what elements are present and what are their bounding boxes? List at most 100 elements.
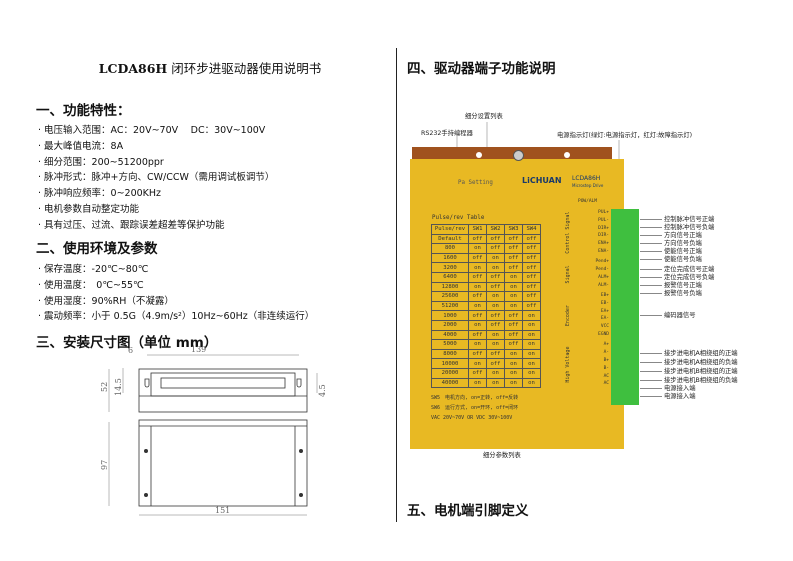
pin-label: EGND (598, 332, 609, 337)
list-item-text: 震动频率：小于 0.5G（4.9m/s²）10Hz~60Hz（非连续运行） (44, 311, 315, 323)
leader-line (640, 258, 662, 260)
table-cell: off (486, 310, 505, 321)
terminal-label-text: 使能信号负端 (664, 256, 702, 263)
callout-param-table: 细分参数列表 (483, 452, 521, 459)
table-cell: off (504, 339, 523, 350)
drive-photo: Pa Setting LiCHUAN LCDA86H Microstep Dri… (410, 147, 639, 449)
table-cell: off (522, 300, 541, 312)
terminal-label-5: 使能信号负端 (640, 254, 702, 263)
document-title: LCDA86H 闭环步进驱动器使用说明书 (30, 58, 390, 77)
leader-line (640, 276, 662, 278)
bullet-marker: · (38, 295, 45, 307)
table-cell: 12800 (431, 281, 469, 293)
bullet-marker: · (38, 279, 45, 291)
table-cell: off (468, 348, 487, 360)
column-divider (396, 48, 397, 522)
terminal-label-1: 控制脉冲信号负端 (640, 222, 714, 231)
callout-power-led: 电源指示灯(绿灯:电源指示灯，红灯:故障指示灯) (557, 132, 693, 139)
pin-label: Pend- (595, 267, 609, 273)
table-cell: on (486, 300, 505, 312)
terminal-label-text: 控制脉冲信号正端 (664, 216, 715, 223)
dim-14-5: 14.5 (114, 378, 123, 396)
leader-line (640, 352, 662, 354)
terminal-label-7: 定位完成信号负端 (640, 272, 714, 281)
list-item: · 具有过压、过流、跟踪误差超差等保护功能 (38, 218, 274, 234)
table-cell: 1000 (431, 310, 469, 321)
table-header-cell: SW2 (486, 224, 505, 235)
dim-97: 97 (100, 460, 109, 470)
pin-label: EB+ (600, 293, 609, 298)
table-cell: off (504, 252, 523, 264)
pin-label: Pend+ (595, 259, 609, 265)
terminal-label-text: 编码器信号 (664, 312, 696, 319)
table-cell: on (468, 281, 487, 293)
pin-label: B+ (603, 357, 609, 363)
pin-label: PUL+ (598, 210, 609, 215)
list-item-text: 最大峰值电流：8A (44, 140, 124, 152)
list-item-text: 电机参数自动整定功能 (44, 203, 140, 215)
pin-label: EA- (600, 316, 609, 322)
table-cell: 40000 (431, 377, 469, 389)
table-cell: on (468, 319, 487, 331)
table-cell: off (468, 271, 487, 283)
table-cell: off (486, 348, 505, 360)
leader-line (640, 268, 662, 270)
callout-subdivision-settings: 细分设置列表 (465, 113, 503, 120)
terminal-label-text: 方向信号负端 (664, 240, 702, 247)
leader-line (640, 218, 662, 220)
title-rest: 闭环步进驱动器使用说明书 (167, 61, 322, 76)
table-header-cell: SW3 (504, 224, 523, 235)
table-cell: 3200 (431, 262, 469, 273)
table-cell: 1600 (431, 252, 469, 264)
list-item-text: 使用湿度：90%RH（不凝露） (44, 295, 174, 307)
table-cell: off (486, 243, 505, 254)
table-cell: off (468, 252, 487, 264)
brand-logo: LiCHUAN (522, 176, 562, 185)
model-sub: Microstep Drive (572, 183, 604, 188)
terminal-label-9: 报警信号负端 (640, 288, 702, 297)
table-cell: off (522, 271, 541, 283)
table-cell: on (504, 348, 523, 360)
table-cell: off (522, 262, 541, 273)
bullet-marker: · (38, 264, 45, 275)
section5-heading: 五、电机端引脚定义 (407, 503, 529, 519)
table-cell: 4000 (431, 329, 469, 341)
table-cell: on (486, 367, 505, 379)
table-cell: on (522, 348, 541, 360)
pin-label: VCC (600, 324, 609, 330)
table-cell: 800 (431, 243, 469, 254)
table-cell: 25600 (431, 291, 469, 302)
terminal-label-text: 定位完成信号负端 (664, 274, 715, 281)
pin-label: AC (603, 381, 609, 387)
leader-line (640, 314, 662, 316)
terminal-group-label: High Voltage (565, 346, 571, 383)
table-cell: 2000 (431, 319, 469, 331)
terminal-label-text: 报警信号负端 (664, 290, 702, 297)
list-item: · 脉冲响应频率：0~200KHz (38, 186, 274, 202)
terminal-label-text: 电源接入端 (664, 393, 696, 400)
list-item-text: 电压输入范围：AC：20V~70V DC：30V~100V (44, 125, 266, 136)
terminal-blocks (611, 209, 639, 405)
dimension-drawing: 139 6 52 14.5 4.5 97 151 (100, 345, 327, 516)
pin-label: ENA- (598, 249, 609, 254)
leader-line (640, 379, 662, 381)
rs232-port (513, 150, 524, 161)
mounting-hole (564, 152, 570, 158)
model-label: LCDA86H (572, 175, 601, 182)
pin-label: DIR- (598, 233, 609, 239)
table-cell: 5000 (431, 339, 469, 350)
table-cell: on (486, 252, 505, 264)
terminal-label-text: 定位完成信号正端 (664, 266, 715, 273)
table-note: SW6 运行方式, on=开环, off=闭环 (431, 405, 519, 411)
table-cell: on (504, 281, 523, 293)
pa-setting-label: Pa Setting (458, 180, 493, 186)
leader-line (640, 361, 662, 363)
table-cell: 8000 (431, 348, 469, 360)
pin-label: EB- (600, 300, 609, 306)
leader-line (640, 387, 662, 389)
